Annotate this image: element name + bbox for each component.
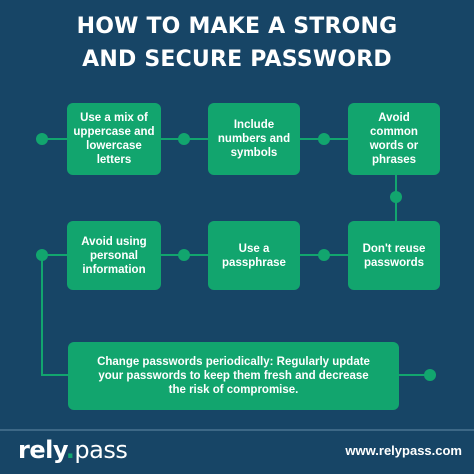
step-text-line: information (82, 263, 146, 276)
step-text-line: passwords (363, 256, 425, 269)
step-text-line: words or (369, 140, 419, 152)
step-numbers-symbols: Include numbers and symbols (208, 103, 300, 175)
connector-dot (178, 133, 190, 145)
website-url: www.relypass.com (345, 443, 462, 458)
connector-dot (390, 191, 402, 203)
brand-logo-rely: rely (18, 436, 66, 464)
step-dont-reuse: Don't reuse passwords (348, 221, 440, 290)
page-title: HOW TO MAKE A STRONG AND SECURE PASSWORD (0, 10, 474, 76)
brand-logo-pass: pass (74, 436, 128, 464)
brand-logo-dot: . (65, 436, 75, 464)
title-line-2: AND SECURE PASSWORD (82, 47, 392, 72)
step-text-line: letters (96, 154, 132, 166)
step-text-line: symbols (230, 147, 278, 159)
connector-6-7 (41, 254, 68, 376)
step-text-line: numbers and (217, 133, 291, 145)
step-text: Change passwords periodically: Regularly… (97, 356, 370, 396)
step-text-line: personal (90, 249, 138, 262)
step-mix-case: Use a mix of uppercase and lowercase let… (67, 103, 161, 175)
step-text-line: Avoid common (370, 112, 418, 138)
step-text-line: Use a mix of (80, 112, 148, 124)
step-text-line: Use a (238, 242, 270, 255)
connector-dot (178, 249, 190, 261)
connector-dot (424, 369, 436, 381)
step-text-line: lowercase (86, 140, 142, 152)
step-text-line: Don't reuse (362, 242, 426, 255)
step-change-periodically: Change passwords periodically: Regularly… (68, 342, 399, 410)
title-line-1: HOW TO MAKE A STRONG (76, 14, 398, 39)
connector-dots (36, 133, 436, 381)
step-text-line: Include (233, 119, 275, 131)
step-text-line: Avoid using (81, 235, 147, 248)
step-text-line: passphrase (222, 256, 286, 269)
brand-logo: rely.pass (18, 434, 128, 466)
connector-dot (318, 133, 330, 145)
step-avoid-personal-info: Avoid using personal information (67, 221, 161, 290)
step-passphrase: Use a passphrase (208, 221, 300, 290)
footer-divider (0, 429, 474, 431)
step-avoid-common-words: Avoid common words or phrases (348, 103, 440, 175)
step-text-line: uppercase and (73, 126, 155, 138)
step-text-line: phrases (371, 154, 417, 166)
connector-dot (318, 249, 330, 261)
connector-dot (36, 249, 48, 261)
connector-dot (36, 133, 48, 145)
